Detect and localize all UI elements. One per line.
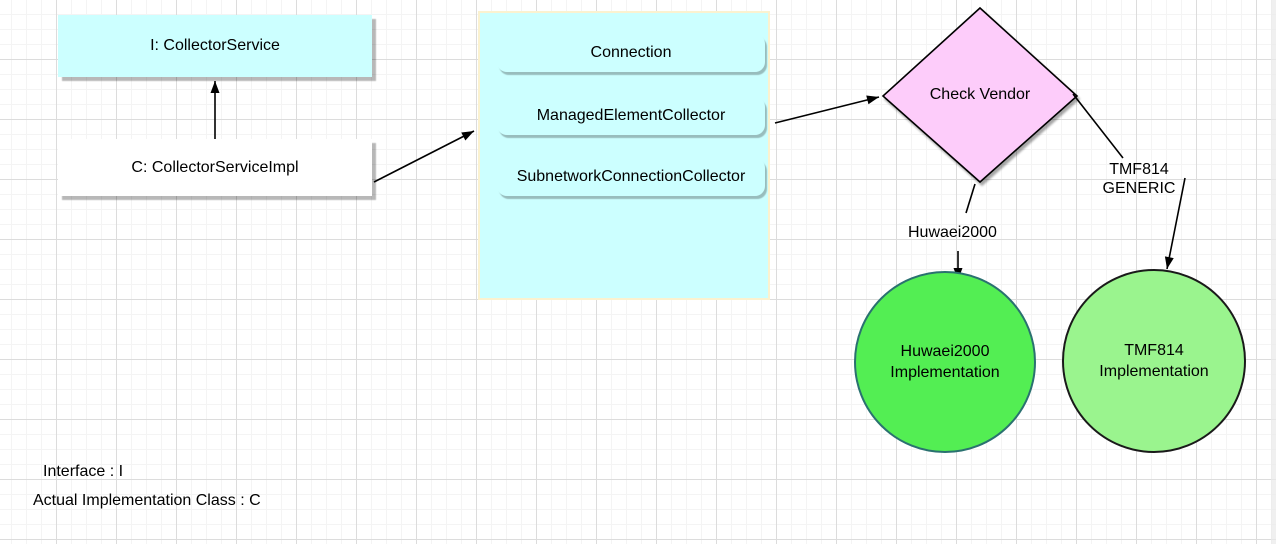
node-tmf814-implementation-label: TMF814 Implementation	[1099, 342, 1209, 380]
legend-impl-class-note: Actual Implementation Class : C	[33, 492, 261, 509]
node-connection-label: Connection	[590, 44, 672, 61]
collectors-container[interactable]: Connection ManagedElementCollector Subne…	[478, 11, 770, 300]
node-collector-service-interface-label: I: CollectorService	[150, 37, 280, 54]
node-tmf814-implementation[interactable]: TMF814 Implementation	[1062, 269, 1246, 453]
node-huwaei2000-implementation-label: Huwaei2000 Implementation	[890, 343, 1000, 381]
node-subnetwork-connection-collector[interactable]: SubnetworkConnectionCollector	[497, 158, 765, 196]
edge-decision-to-tmf-label[interactable]	[1072, 93, 1124, 159]
node-collector-service-impl[interactable]: C: CollectorServiceImpl	[58, 139, 372, 196]
node-collector-service-interface[interactable]: I: CollectorService	[58, 15, 372, 77]
edge-label-tmf814-generic: TMF814 GENERIC	[1102, 161, 1176, 197]
node-collector-service-impl-label: C: CollectorServiceImpl	[131, 158, 299, 176]
edge-impl-to-collectors[interactable]	[373, 130, 475, 183]
canvas-right-edge	[1271, 0, 1276, 544]
decision-label: Check Vendor	[929, 86, 1031, 103]
node-huwaei2000-implementation[interactable]: Huwaei2000 Implementation	[854, 271, 1036, 453]
legend-interface-note: Interface : I	[43, 463, 124, 480]
decision-diamond[interactable]	[881, 6, 1079, 184]
node-connection[interactable]: Connection	[497, 34, 765, 72]
edge-label-huwaei2000: Huwaei2000	[908, 224, 997, 241]
node-subnetwork-connection-collector-label: SubnetworkConnectionCollector	[516, 168, 746, 185]
node-managed-element-collector-label: ManagedElementCollector	[536, 107, 726, 124]
edge-tmf-label-to-circle[interactable]	[1164, 177, 1186, 270]
edge-decision-to-huwaei-label[interactable]	[965, 183, 976, 214]
node-managed-element-collector[interactable]: ManagedElementCollector	[497, 97, 765, 135]
edge-collectors-to-decision[interactable]	[774, 95, 880, 124]
